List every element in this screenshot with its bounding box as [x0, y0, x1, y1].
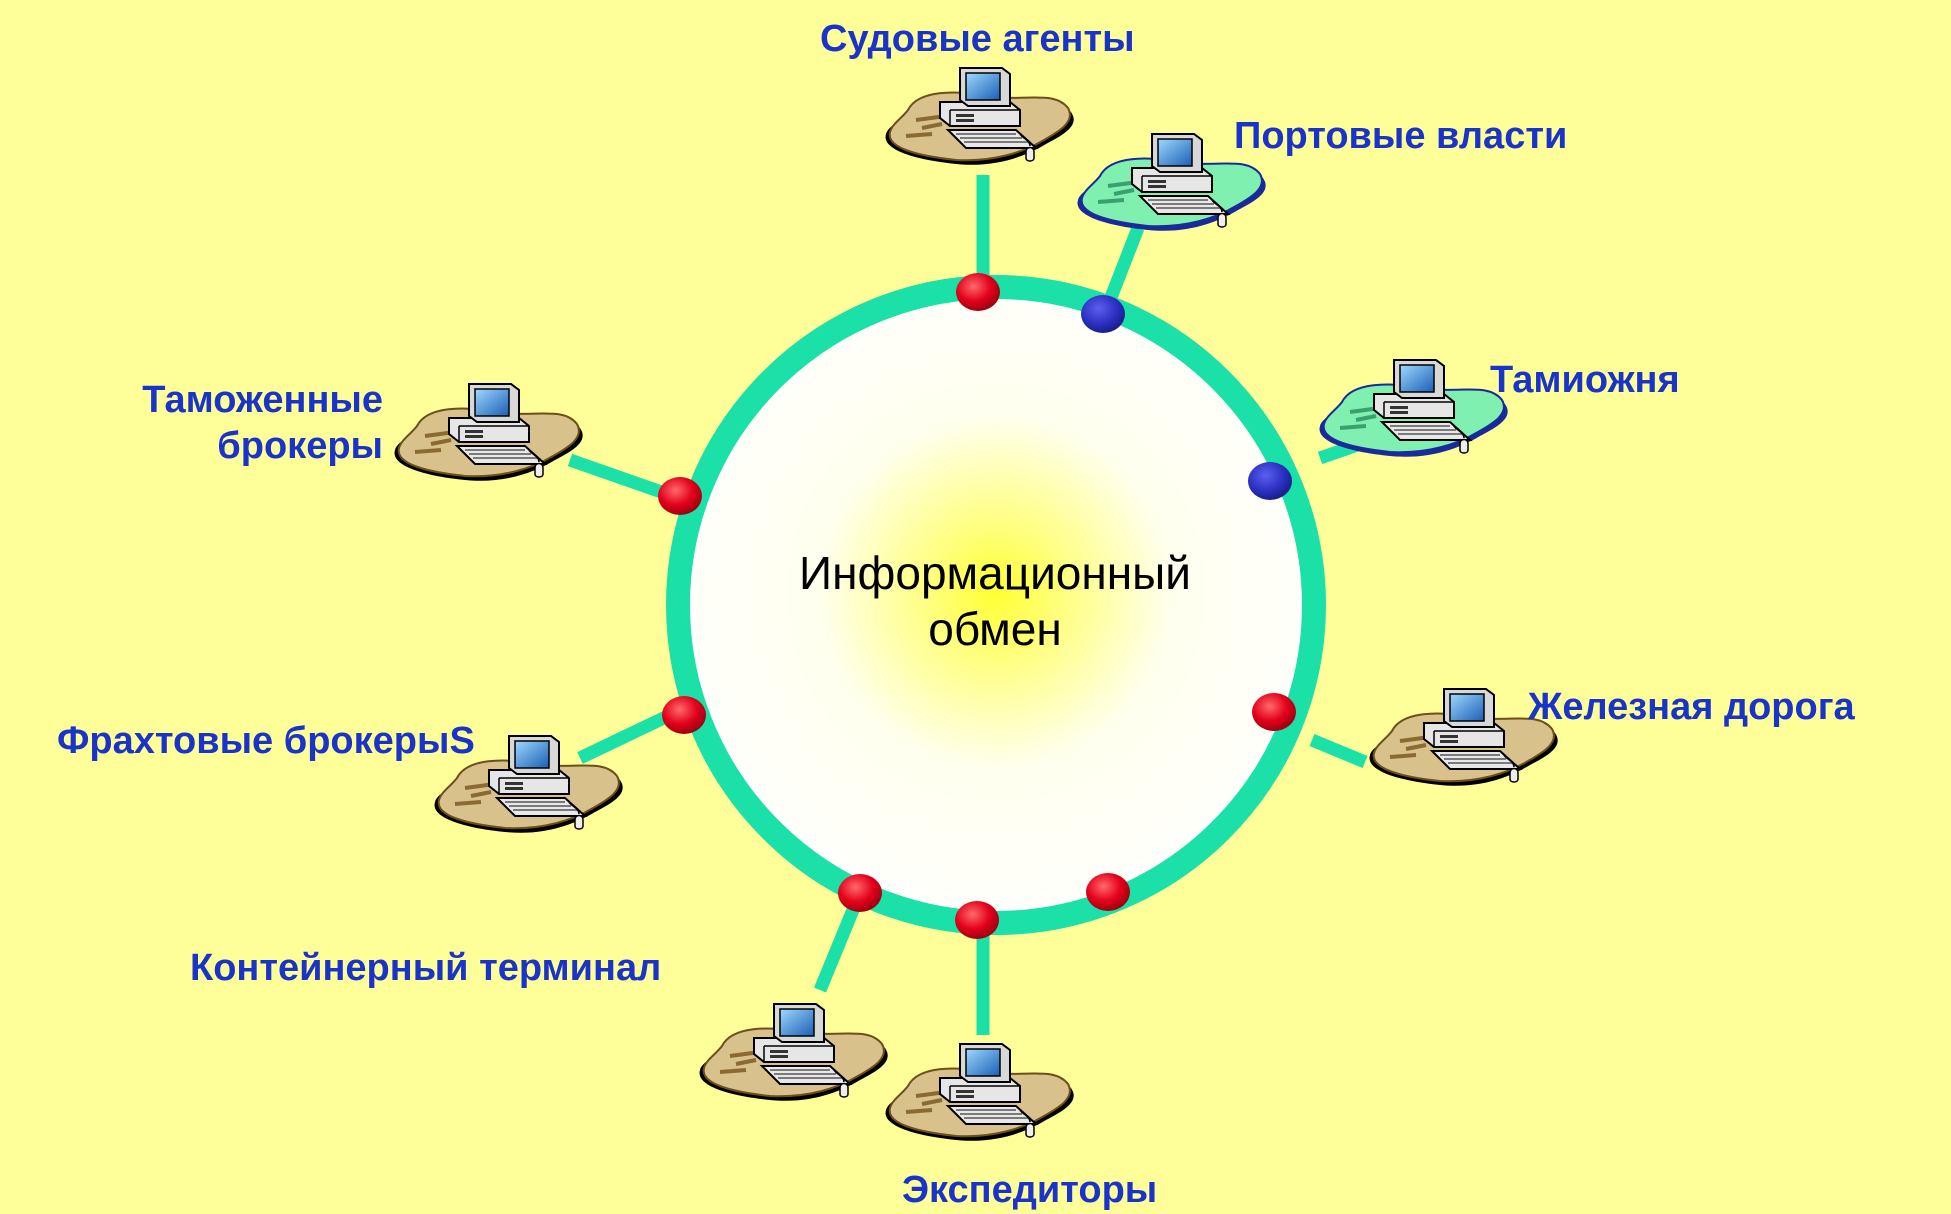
- node-red: [956, 273, 1000, 311]
- node-red: [838, 874, 882, 912]
- connector-port-authorities: [1103, 225, 1145, 303]
- computer-icon-customs: [1320, 360, 1508, 457]
- label-freight-brokers: Фрахтовые брокерыS: [57, 720, 475, 762]
- connector-freight-brokers: [577, 709, 673, 764]
- computer-icon-container-terminal: [700, 1004, 888, 1101]
- label-forwarders: Экспедиторы: [902, 1169, 1158, 1211]
- label-customs-brokers-line2: брокеры: [217, 425, 383, 467]
- connector-customs-brokers: [567, 453, 673, 502]
- computer-icon-forwarders: [886, 1044, 1074, 1141]
- computer-icon-ship-agents: [886, 68, 1074, 165]
- label-customs-brokers: Таможенные брокеры: [100, 377, 383, 469]
- center-label: Информационный обмен: [745, 545, 1245, 657]
- label-customs: Тамиожня: [1490, 359, 1680, 401]
- node-red: [955, 901, 999, 939]
- node-red: [662, 696, 706, 734]
- connector-container-terminal: [813, 902, 862, 993]
- connector-railway: [1309, 733, 1368, 769]
- center-label-line2: обмен: [928, 603, 1062, 655]
- center-label-line1: Информационный: [799, 547, 1191, 599]
- node-blue: [1081, 295, 1125, 333]
- label-railway: Железная дорога: [1528, 686, 1855, 728]
- node-red: [1086, 873, 1130, 911]
- computer-icon-customs-brokers: [395, 384, 583, 481]
- label-container-terminal: Контейнерный терминал: [190, 947, 662, 989]
- node-red: [1252, 693, 1296, 731]
- node-blue: [1248, 462, 1292, 500]
- node-red: [658, 477, 702, 515]
- label-customs-brokers-line1: Таможенные: [142, 379, 383, 421]
- label-port-authorities: Портовые власти: [1234, 115, 1568, 157]
- label-ship-agents: Судовые агенты: [820, 18, 1135, 60]
